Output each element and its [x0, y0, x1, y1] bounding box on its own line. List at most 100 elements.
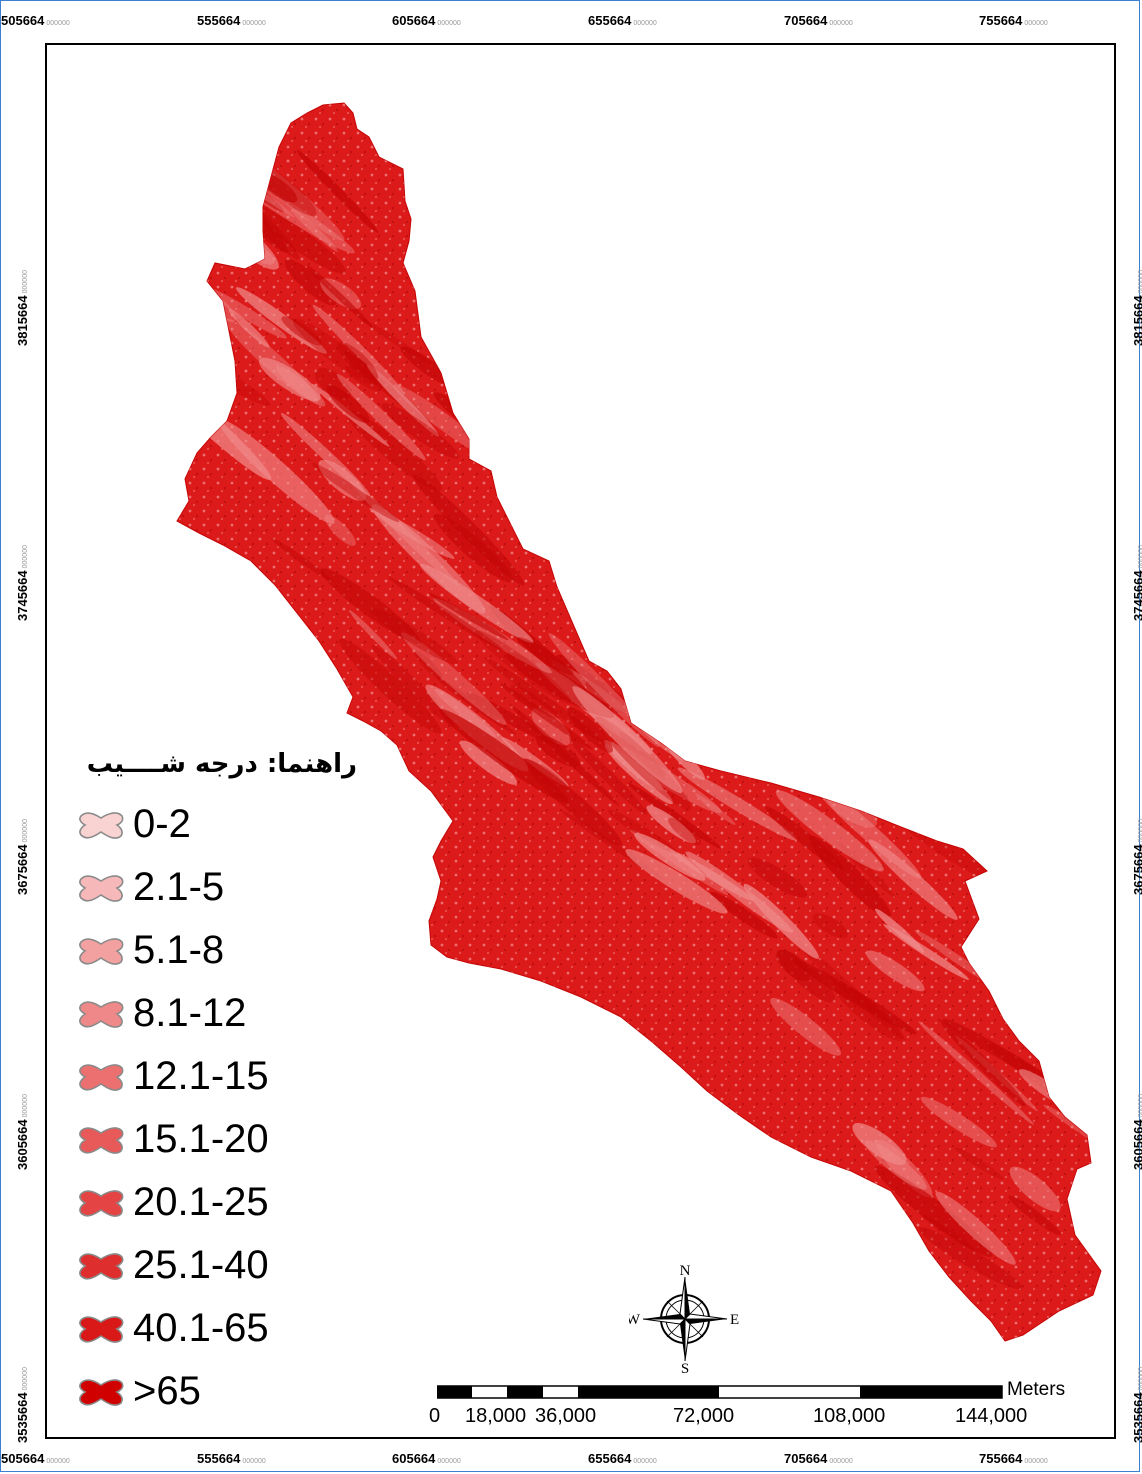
texture-streak: [292, 318, 378, 385]
tick-value: 3815664: [1131, 295, 1142, 346]
texture-streak: [646, 805, 696, 844]
texture-streak: [337, 341, 379, 381]
legend-label: 25.1-40: [133, 1243, 269, 1287]
texture-streak: [918, 1021, 1034, 1125]
texture-streak: [434, 514, 513, 583]
texture-streak: [812, 913, 848, 939]
tick-value: 3605664: [15, 1119, 30, 1170]
scale-bar-label: 108,000: [813, 1405, 886, 1427]
tick-value: 3675664: [1131, 844, 1142, 895]
scale-bar-label: 72,000: [673, 1405, 735, 1427]
texture-streak: [428, 592, 509, 641]
legend-label: >65: [133, 1369, 201, 1413]
compass-north: N: [680, 1263, 691, 1279]
texture-streak: [381, 403, 459, 459]
tick-suffix: 000000: [22, 1367, 29, 1391]
tick-suffix: 000000: [1138, 819, 1142, 843]
legend-label: 8.1-12: [133, 991, 247, 1035]
texture-streak: [388, 576, 504, 651]
texture-streak: [371, 644, 456, 728]
texture-streak: [258, 357, 321, 402]
tick-suffix: 000000: [437, 1458, 461, 1465]
texture-streak: [296, 150, 379, 233]
texture-streak: [811, 781, 922, 879]
legend-swatch-icon: [79, 1126, 124, 1154]
map-canvas[interactable]: [47, 45, 1114, 1437]
legend-label: 2.1-5: [133, 865, 225, 909]
tick-suffix: 000000: [22, 270, 29, 294]
texture-streak: [668, 817, 702, 846]
compass-west: W: [629, 1312, 641, 1328]
texture-streak: [312, 304, 405, 396]
tick-suffix: 000000: [22, 545, 29, 569]
legend-swatch-icon: [79, 1378, 124, 1406]
map-frame: [45, 43, 1116, 1439]
legend-item: >65: [67, 1360, 367, 1423]
texture-streak: [218, 419, 335, 524]
tick-value: 555664: [197, 1451, 241, 1466]
texture-streak: [291, 208, 339, 252]
tick-value: 3535664: [1131, 1392, 1142, 1443]
legend-swatch-icon: [79, 874, 124, 902]
tick-suffix: 000000: [1024, 20, 1048, 27]
texture-streak: [865, 950, 925, 992]
texture-streak: [1043, 1104, 1101, 1181]
tick-suffix: 000000: [1138, 1367, 1142, 1391]
tick-value: 3605664: [1131, 1119, 1142, 1170]
texture-streak: [465, 691, 554, 745]
texture-streak: [625, 849, 728, 914]
texture-streak: [954, 1147, 1004, 1180]
texture-streak: [439, 709, 569, 804]
tick-suffix: 000000: [437, 20, 461, 27]
texture-streak: [627, 782, 722, 849]
texture-streak: [770, 997, 841, 1056]
right-tick-label: 3745664000000: [1131, 545, 1142, 621]
texture-streak: [318, 459, 366, 501]
texture-streak: [852, 1123, 907, 1165]
scale-bar-label: 0: [429, 1405, 441, 1427]
texture-streak: [271, 538, 332, 581]
tick-value: 3675664: [15, 844, 30, 895]
scale-bar-unit: Meters: [1007, 1379, 1066, 1400]
north-arrow-compass-icon: N S E W: [629, 1263, 739, 1375]
legend-swatch-icon: [79, 1000, 124, 1028]
tick-suffix: 000000: [1138, 1094, 1142, 1118]
texture-streak: [345, 363, 383, 392]
legend-swatch-icon: [79, 1063, 124, 1091]
legend-swatch-icon: [79, 937, 124, 965]
left-tick-label: 3605664000000: [15, 1094, 30, 1170]
legend-item: 8.1-12: [67, 982, 367, 1045]
texture-streak: [348, 610, 398, 660]
tick-suffix: 000000: [1024, 1458, 1048, 1465]
texture-streak: [1009, 998, 1046, 1029]
texture-streak: [207, 185, 249, 215]
texture-streak: [922, 1215, 975, 1250]
tick-value: 655664: [588, 13, 632, 28]
texture-streak: [677, 767, 798, 841]
legend-label: 40.1-65: [133, 1306, 269, 1350]
legend-item: 20.1-25: [67, 1171, 367, 1234]
texture-streak: [419, 563, 534, 644]
right-tick-label: 3675664000000: [1131, 819, 1142, 895]
texture-streak: [281, 316, 322, 346]
texture-streak: [326, 385, 370, 423]
texture-streak: [482, 440, 517, 469]
left-tick-label: 3535664000000: [15, 1367, 30, 1443]
texture-streak: [414, 650, 444, 681]
texture-streak: [743, 883, 819, 959]
legend-item: 5.1-8: [67, 919, 367, 982]
legend-label: 5.1-8: [133, 928, 225, 972]
texture-streak: [306, 264, 373, 328]
texture-streak: [792, 938, 907, 1041]
